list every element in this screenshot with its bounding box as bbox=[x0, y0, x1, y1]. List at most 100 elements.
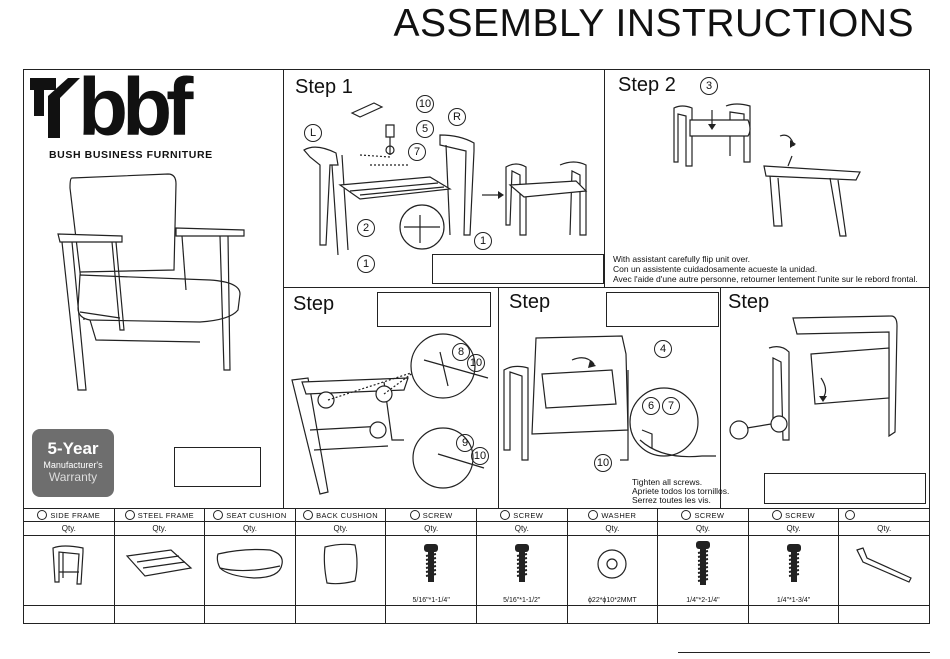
step2-illustration bbox=[673, 103, 861, 237]
part-size: 5/16"*1-1/4" bbox=[412, 596, 450, 604]
tighten-note-es: Apriete todos los tornillos. bbox=[632, 486, 730, 496]
step-4-label: Step bbox=[509, 291, 551, 313]
part-qty: Qty. bbox=[242, 524, 258, 533]
tighten-note-fr: Serrez toutes les vis. bbox=[632, 495, 711, 505]
part-name-cell: SCREW bbox=[747, 508, 840, 522]
part-qty: Qty. bbox=[424, 524, 439, 533]
step4-illustration bbox=[503, 335, 716, 461]
tighten-note-en: Tighten all screws. bbox=[632, 477, 703, 487]
warranty-line1: Manufacturer's bbox=[43, 460, 103, 470]
side-frame-icon bbox=[23, 535, 115, 594]
check-circle-icon[interactable] bbox=[588, 510, 599, 520]
part-qty: Qty. bbox=[61, 524, 76, 533]
part-qty: Qty. bbox=[152, 524, 167, 533]
step-1-label: Step 1 bbox=[295, 76, 353, 98]
step4-blank-box bbox=[606, 292, 719, 327]
label-box bbox=[174, 447, 261, 487]
part-name-cell: BACK CUSHION bbox=[294, 508, 387, 522]
step-3-label: Step bbox=[293, 293, 335, 315]
part-qty: Qty. bbox=[695, 524, 710, 533]
check-circle-icon[interactable] bbox=[303, 510, 314, 520]
part-name-cell: STEEL FRAME bbox=[113, 508, 206, 522]
washer-icon bbox=[566, 535, 659, 594]
part-qty: Qty. bbox=[514, 524, 529, 533]
callout-10-s4: 10 bbox=[594, 454, 612, 472]
callout-10-s3b: 10 bbox=[471, 447, 489, 465]
seat-cushion-icon bbox=[204, 535, 296, 594]
signature-line bbox=[678, 652, 930, 653]
check-circle-icon[interactable] bbox=[772, 510, 783, 520]
screw-icon bbox=[475, 535, 568, 594]
callout-4: 4 bbox=[654, 340, 672, 358]
part-name: SEAT CUSHION bbox=[226, 510, 287, 520]
part-name-cell: SCREW bbox=[475, 508, 568, 522]
callout-2: 2 bbox=[357, 219, 375, 237]
part-name-cell: WASHER bbox=[566, 508, 659, 522]
part-size: 5/16"*1-1/2" bbox=[503, 596, 541, 604]
step1-illustration bbox=[303, 102, 588, 256]
part-qty: Qty. bbox=[877, 524, 892, 533]
check-circle-icon[interactable] bbox=[213, 510, 224, 520]
check-circle-icon[interactable] bbox=[124, 510, 135, 520]
check-circle-icon[interactable] bbox=[845, 510, 856, 520]
back-cushion-icon bbox=[294, 535, 387, 594]
check-circle-icon[interactable] bbox=[37, 510, 48, 520]
step5-illustration bbox=[729, 315, 898, 441]
part-name: SCREW bbox=[513, 510, 544, 520]
parts-table: SIDE FRAME STEEL FRAME SEAT CUSHION BACK… bbox=[23, 508, 930, 624]
divider bbox=[283, 69, 284, 509]
divider bbox=[604, 69, 605, 287]
part-name-cell bbox=[838, 508, 930, 522]
callout-9: 9 bbox=[456, 434, 474, 452]
check-circle-icon[interactable] bbox=[500, 510, 511, 520]
part-name: SIDE FRAME bbox=[50, 510, 101, 520]
check-circle-icon[interactable] bbox=[409, 510, 420, 520]
divider bbox=[498, 287, 499, 509]
flip-note-es: Con un assistente cuidadosamente acueste… bbox=[613, 264, 818, 274]
warranty-years: 5-Year bbox=[47, 439, 99, 458]
callout-3: 3 bbox=[700, 77, 718, 95]
step3-blank-box bbox=[377, 292, 491, 327]
part-qty: Qty. bbox=[605, 524, 620, 533]
part-name: BACK CUSHION bbox=[316, 510, 379, 520]
part-name: STEEL FRAME bbox=[137, 510, 194, 520]
part-size: 1/4"*1-3/4" bbox=[776, 596, 811, 604]
part-name: WASHER bbox=[601, 510, 637, 520]
step3-illustration bbox=[291, 333, 489, 495]
warranty-line2: Warranty bbox=[48, 470, 98, 484]
part-name-cell: SCREW bbox=[385, 508, 477, 522]
screw-icon bbox=[747, 535, 840, 594]
callout-1a: 1 bbox=[357, 255, 375, 273]
part-qty: Qty. bbox=[333, 524, 348, 533]
part-qty: Qty. bbox=[786, 524, 801, 533]
bbf-logo bbox=[30, 78, 80, 138]
steel-frame-icon bbox=[113, 535, 206, 594]
callout-left: L bbox=[304, 124, 322, 142]
flip-note-en: With assistant carefully flip unit over. bbox=[613, 254, 751, 264]
part-size: 1/4"*2-1/4" bbox=[686, 596, 720, 604]
divider bbox=[720, 287, 721, 509]
callout-7-s4: 7 bbox=[662, 397, 680, 415]
callout-10-s3a: 10 bbox=[467, 354, 485, 372]
screw-icon bbox=[385, 535, 477, 594]
callout-1b: 1 bbox=[474, 232, 492, 250]
divider bbox=[283, 287, 930, 288]
chair-illustration bbox=[57, 173, 245, 391]
callout-5: 5 bbox=[416, 120, 434, 138]
part-name-cell: SCREW bbox=[657, 508, 749, 522]
part-name: SCREW bbox=[694, 510, 725, 520]
callout-6: 6 bbox=[642, 397, 660, 415]
callout-7: 7 bbox=[408, 143, 426, 161]
part-size: ϕ22*ϕ10*2MMT bbox=[588, 596, 637, 604]
page-title: ASSEMBLY INSTRUCTIONS bbox=[393, 2, 914, 45]
brand-name: BUSH BUSINESS FURNITURE bbox=[49, 149, 213, 161]
check-circle-icon[interactable] bbox=[681, 510, 692, 520]
logo-wordmark: bbf bbox=[78, 62, 194, 153]
part-name-cell: SIDE FRAME bbox=[23, 508, 115, 522]
screw-icon bbox=[657, 535, 749, 594]
part-name: SCREW bbox=[785, 510, 815, 520]
callout-10: 10 bbox=[416, 95, 434, 113]
step5-blank-box bbox=[764, 473, 926, 504]
callout-8: 8 bbox=[452, 343, 470, 361]
part-name: SCREW bbox=[422, 510, 453, 520]
